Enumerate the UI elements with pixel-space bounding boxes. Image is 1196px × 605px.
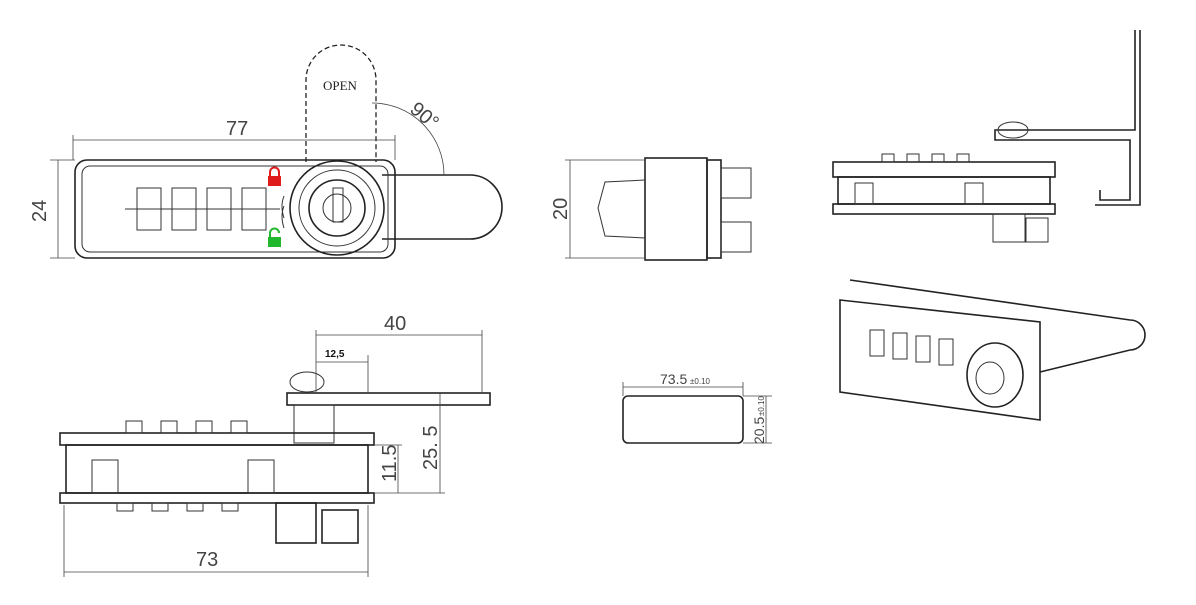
height-dimension: 24 — [29, 200, 51, 222]
cutout-width-tolerance: ±0.10 — [690, 377, 711, 386]
bottom-view: 40 12,5 25. 5 11.5 73 — [59, 313, 491, 577]
cutout-height-dimension: 20.5 — [751, 417, 767, 444]
bottom-width-dimension: 73 — [196, 549, 218, 571]
panel-cutout: 73.5 ±0.10 20.5 ±0.10 — [622, 371, 772, 444]
cutout-height-tolerance: ±0.10 — [757, 395, 766, 416]
offset-dimension: 12,5 — [325, 349, 345, 360]
top-right-view — [832, 30, 1141, 243]
cam-length-dimension: 40 — [384, 313, 406, 335]
cutout-width-dimension: 73.5 — [660, 371, 687, 387]
combination-dials — [125, 187, 280, 231]
side-height-dimension: 20 — [550, 198, 572, 220]
height-dimension-25-5: 25. 5 — [420, 426, 442, 470]
lock-icon — [268, 176, 281, 186]
perspective-view — [839, 279, 1146, 421]
angle-label: 90° — [406, 98, 443, 134]
unlock-icon — [268, 237, 281, 247]
open-label: OPEN — [323, 78, 358, 93]
front-view: 77 24 OPEN 90° — [29, 44, 503, 259]
body-height-dimension: 11.5 — [379, 445, 401, 482]
key-cylinder — [289, 160, 385, 256]
width-dimension: 77 — [226, 118, 248, 140]
side-view: 20 — [550, 157, 752, 261]
